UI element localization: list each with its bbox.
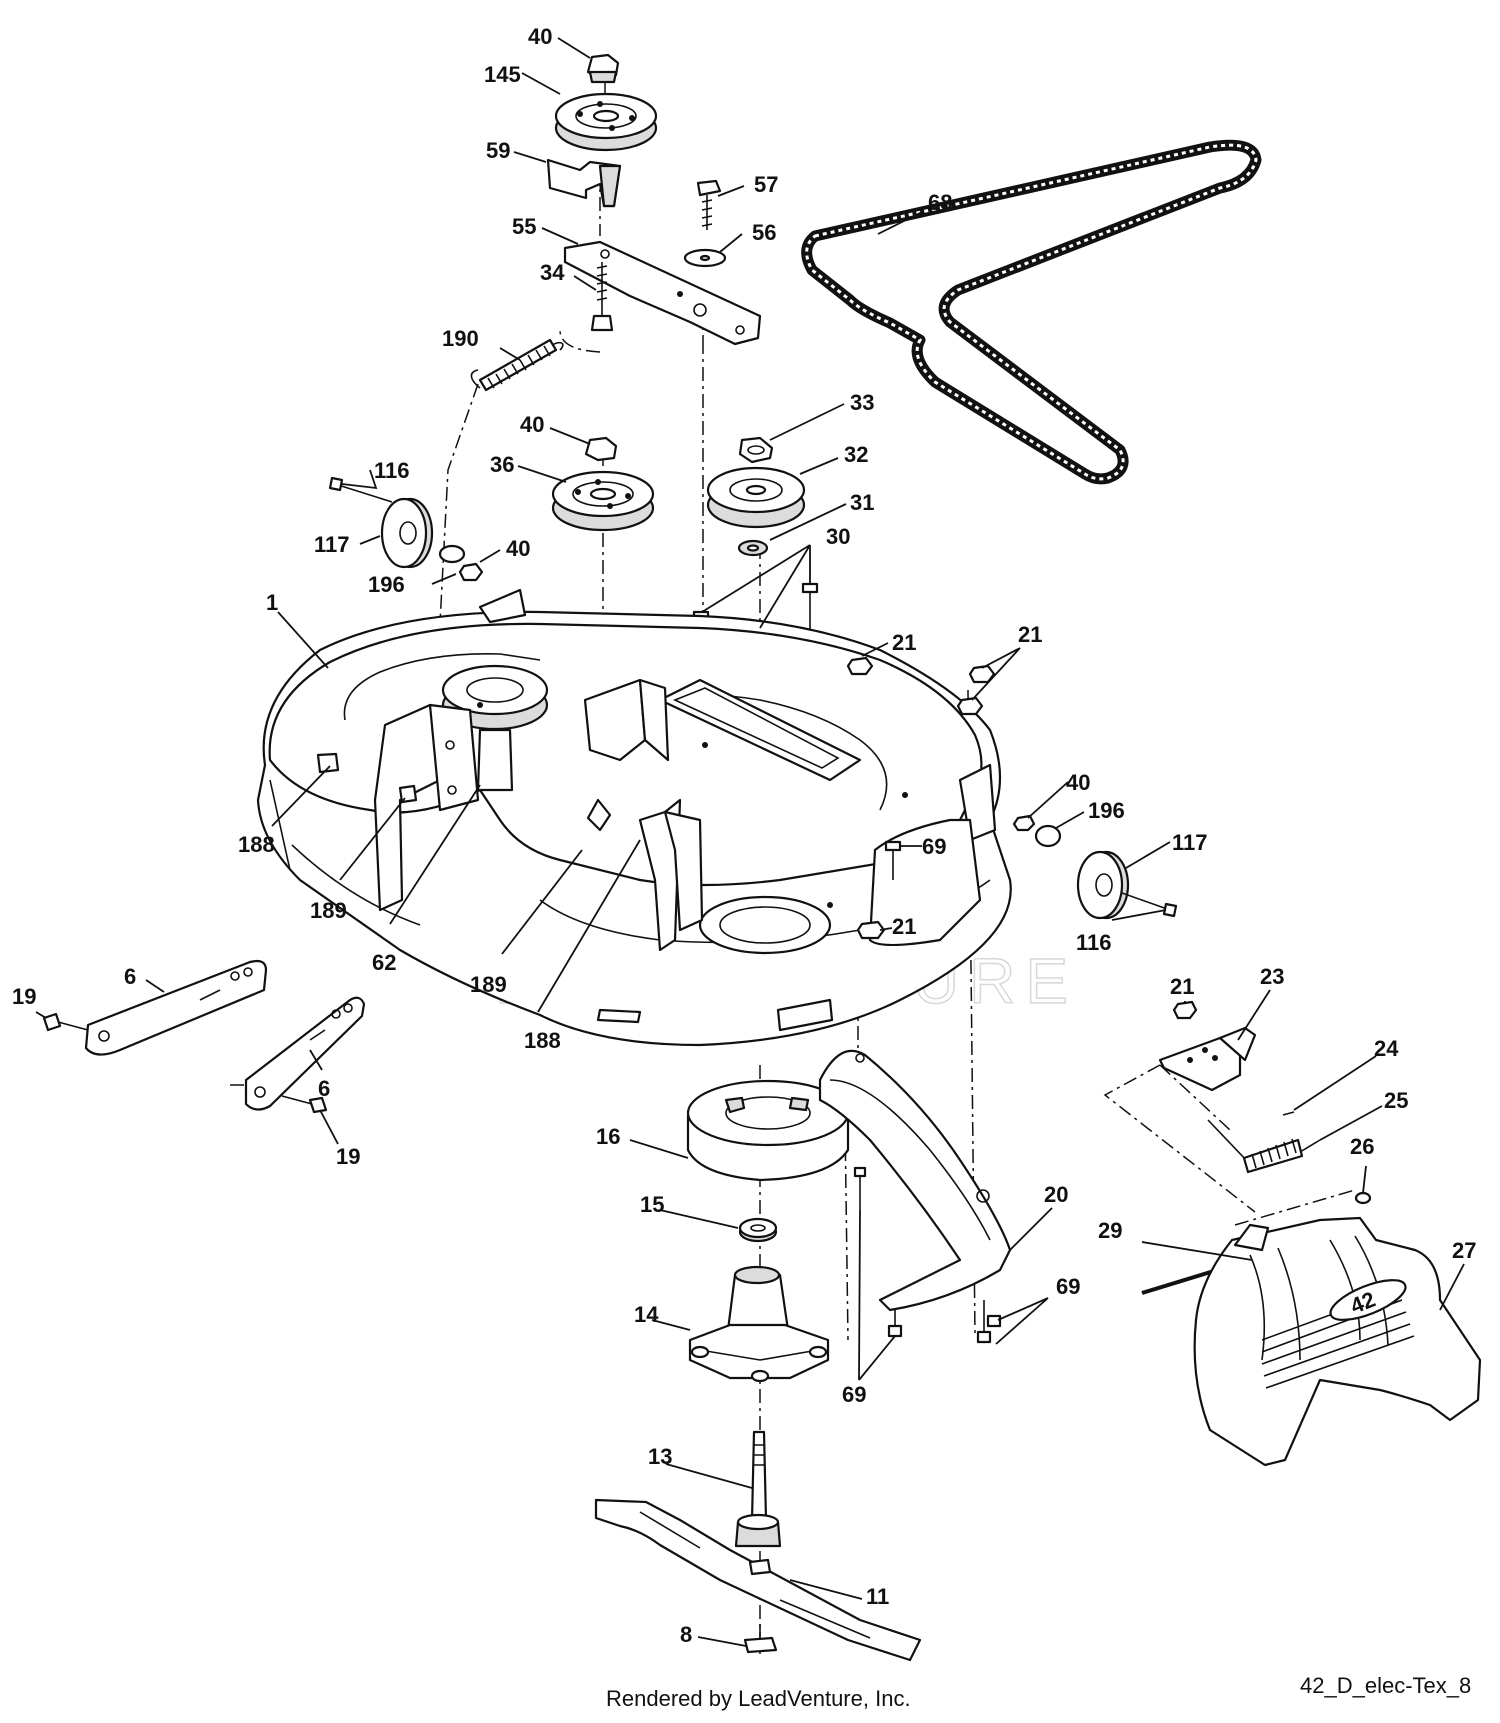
mower-blade-11 xyxy=(594,1498,922,1662)
callout-117: 117 xyxy=(1172,830,1208,855)
bolt-19-lower xyxy=(281,1095,328,1114)
callout-36: 36 xyxy=(490,452,514,477)
bearing-15 xyxy=(738,1217,778,1243)
callout-21: 21 xyxy=(1018,622,1042,647)
callout-188: 188 xyxy=(238,832,275,857)
mounting-bracket-23 xyxy=(1158,1000,1257,1092)
washer-26 xyxy=(1354,1191,1372,1205)
callout-31: 31 xyxy=(850,490,874,515)
callout-13: 13 xyxy=(648,1444,672,1469)
torsion-spring-25 xyxy=(1207,1119,1321,1174)
gauge-wheel-left-117 xyxy=(328,476,484,582)
callout-68: 68 xyxy=(928,190,952,215)
callout-57: 57 xyxy=(754,172,778,197)
callout-21: 21 xyxy=(1170,974,1194,999)
callout-6: 6 xyxy=(124,964,136,989)
callout-33: 33 xyxy=(850,390,874,415)
gauge-wheel-right-117 xyxy=(1012,814,1178,920)
bolt-34 xyxy=(590,262,614,332)
callout-62: 62 xyxy=(372,950,396,975)
callout-15: 15 xyxy=(640,1192,664,1217)
deck-housing-1 xyxy=(256,588,1012,1047)
washer-31 xyxy=(737,539,769,557)
callout-69: 69 xyxy=(842,1382,866,1407)
callout-26: 26 xyxy=(1350,1134,1374,1159)
callout-116: 116 xyxy=(1076,930,1112,955)
callout-69: 69 xyxy=(1056,1274,1080,1299)
callout-19: 19 xyxy=(12,984,36,1009)
callout-20: 20 xyxy=(1044,1182,1068,1207)
nut-33 xyxy=(738,436,774,464)
callout-190: 190 xyxy=(442,326,479,351)
callout-labels: 40 145 59 57 55 56 68 34 190 40 33 36 32… xyxy=(12,24,1476,1647)
callout-189: 189 xyxy=(310,898,347,923)
callout-145: 145 xyxy=(484,62,521,87)
callout-59: 59 xyxy=(486,138,510,163)
bolt-69-deck xyxy=(884,840,902,880)
idler-pulley-36 xyxy=(551,436,655,532)
callout-40: 40 xyxy=(506,536,530,561)
callout-56: 56 xyxy=(752,220,776,245)
nut-21-deck xyxy=(856,920,886,940)
callout-24: 24 xyxy=(1374,1036,1399,1061)
callout-25: 25 xyxy=(1384,1088,1408,1113)
callout-21: 21 xyxy=(892,914,916,939)
bolt-57 xyxy=(696,179,722,230)
callout-188: 188 xyxy=(524,1028,561,1053)
baffle-20 xyxy=(818,1049,1012,1312)
spring-190 xyxy=(470,338,564,392)
idler-arm-55 xyxy=(563,240,762,346)
discharge-cover-27: 42 xyxy=(1193,1216,1482,1467)
idler-pulley-145 xyxy=(554,53,658,152)
idler-bracket-59 xyxy=(546,158,622,208)
washer-56 xyxy=(683,248,727,268)
callout-1: 1 xyxy=(266,590,278,615)
leader-lines xyxy=(35,37,1465,1647)
figure-id: 42_D_elec-Tex_8 xyxy=(1300,1673,1472,1698)
callout-30: 30 xyxy=(826,524,850,549)
callout-69: 69 xyxy=(922,834,946,859)
callout-189: 189 xyxy=(470,972,507,997)
callout-116: 116 xyxy=(374,458,410,483)
callout-21: 21 xyxy=(892,630,916,655)
spindle-housing-14 xyxy=(688,1265,830,1383)
callout-34: 34 xyxy=(540,260,565,285)
bolt-19-upper xyxy=(42,1012,89,1032)
callout-8: 8 xyxy=(680,1622,692,1647)
deck-pulley-32 xyxy=(706,466,806,529)
callout-196: 196 xyxy=(368,572,405,597)
callout-6: 6 xyxy=(318,1076,330,1101)
callout-40: 40 xyxy=(520,412,544,437)
spindle-shaft-13 xyxy=(734,1430,782,1548)
callout-19: 19 xyxy=(336,1144,360,1169)
callout-23: 23 xyxy=(1260,964,1284,989)
callout-55: 55 xyxy=(512,214,536,239)
mandrel-baffle-16 xyxy=(686,1079,850,1182)
nuts-21-top xyxy=(846,656,996,716)
deck-link-6-upper xyxy=(84,959,268,1056)
callout-117: 117 xyxy=(314,532,350,557)
callout-16: 16 xyxy=(596,1124,620,1149)
callout-27: 27 xyxy=(1452,1238,1476,1263)
callout-40: 40 xyxy=(1066,770,1090,795)
callout-40: 40 xyxy=(528,24,552,49)
callout-29: 29 xyxy=(1098,1218,1122,1243)
callout-14: 14 xyxy=(634,1302,659,1327)
callout-11: 11 xyxy=(866,1584,889,1609)
pin-24 xyxy=(1282,1111,1295,1116)
bolts-69-lower xyxy=(853,1166,1002,1344)
credit-text: Rendered by LeadVenture, Inc. xyxy=(606,1686,911,1711)
deck-link-6-lower xyxy=(244,996,366,1111)
callout-32: 32 xyxy=(844,442,868,467)
drive-belt-68 xyxy=(801,139,1262,485)
callout-196: 196 xyxy=(1088,798,1125,823)
blade-bolt-8 xyxy=(743,1624,778,1654)
